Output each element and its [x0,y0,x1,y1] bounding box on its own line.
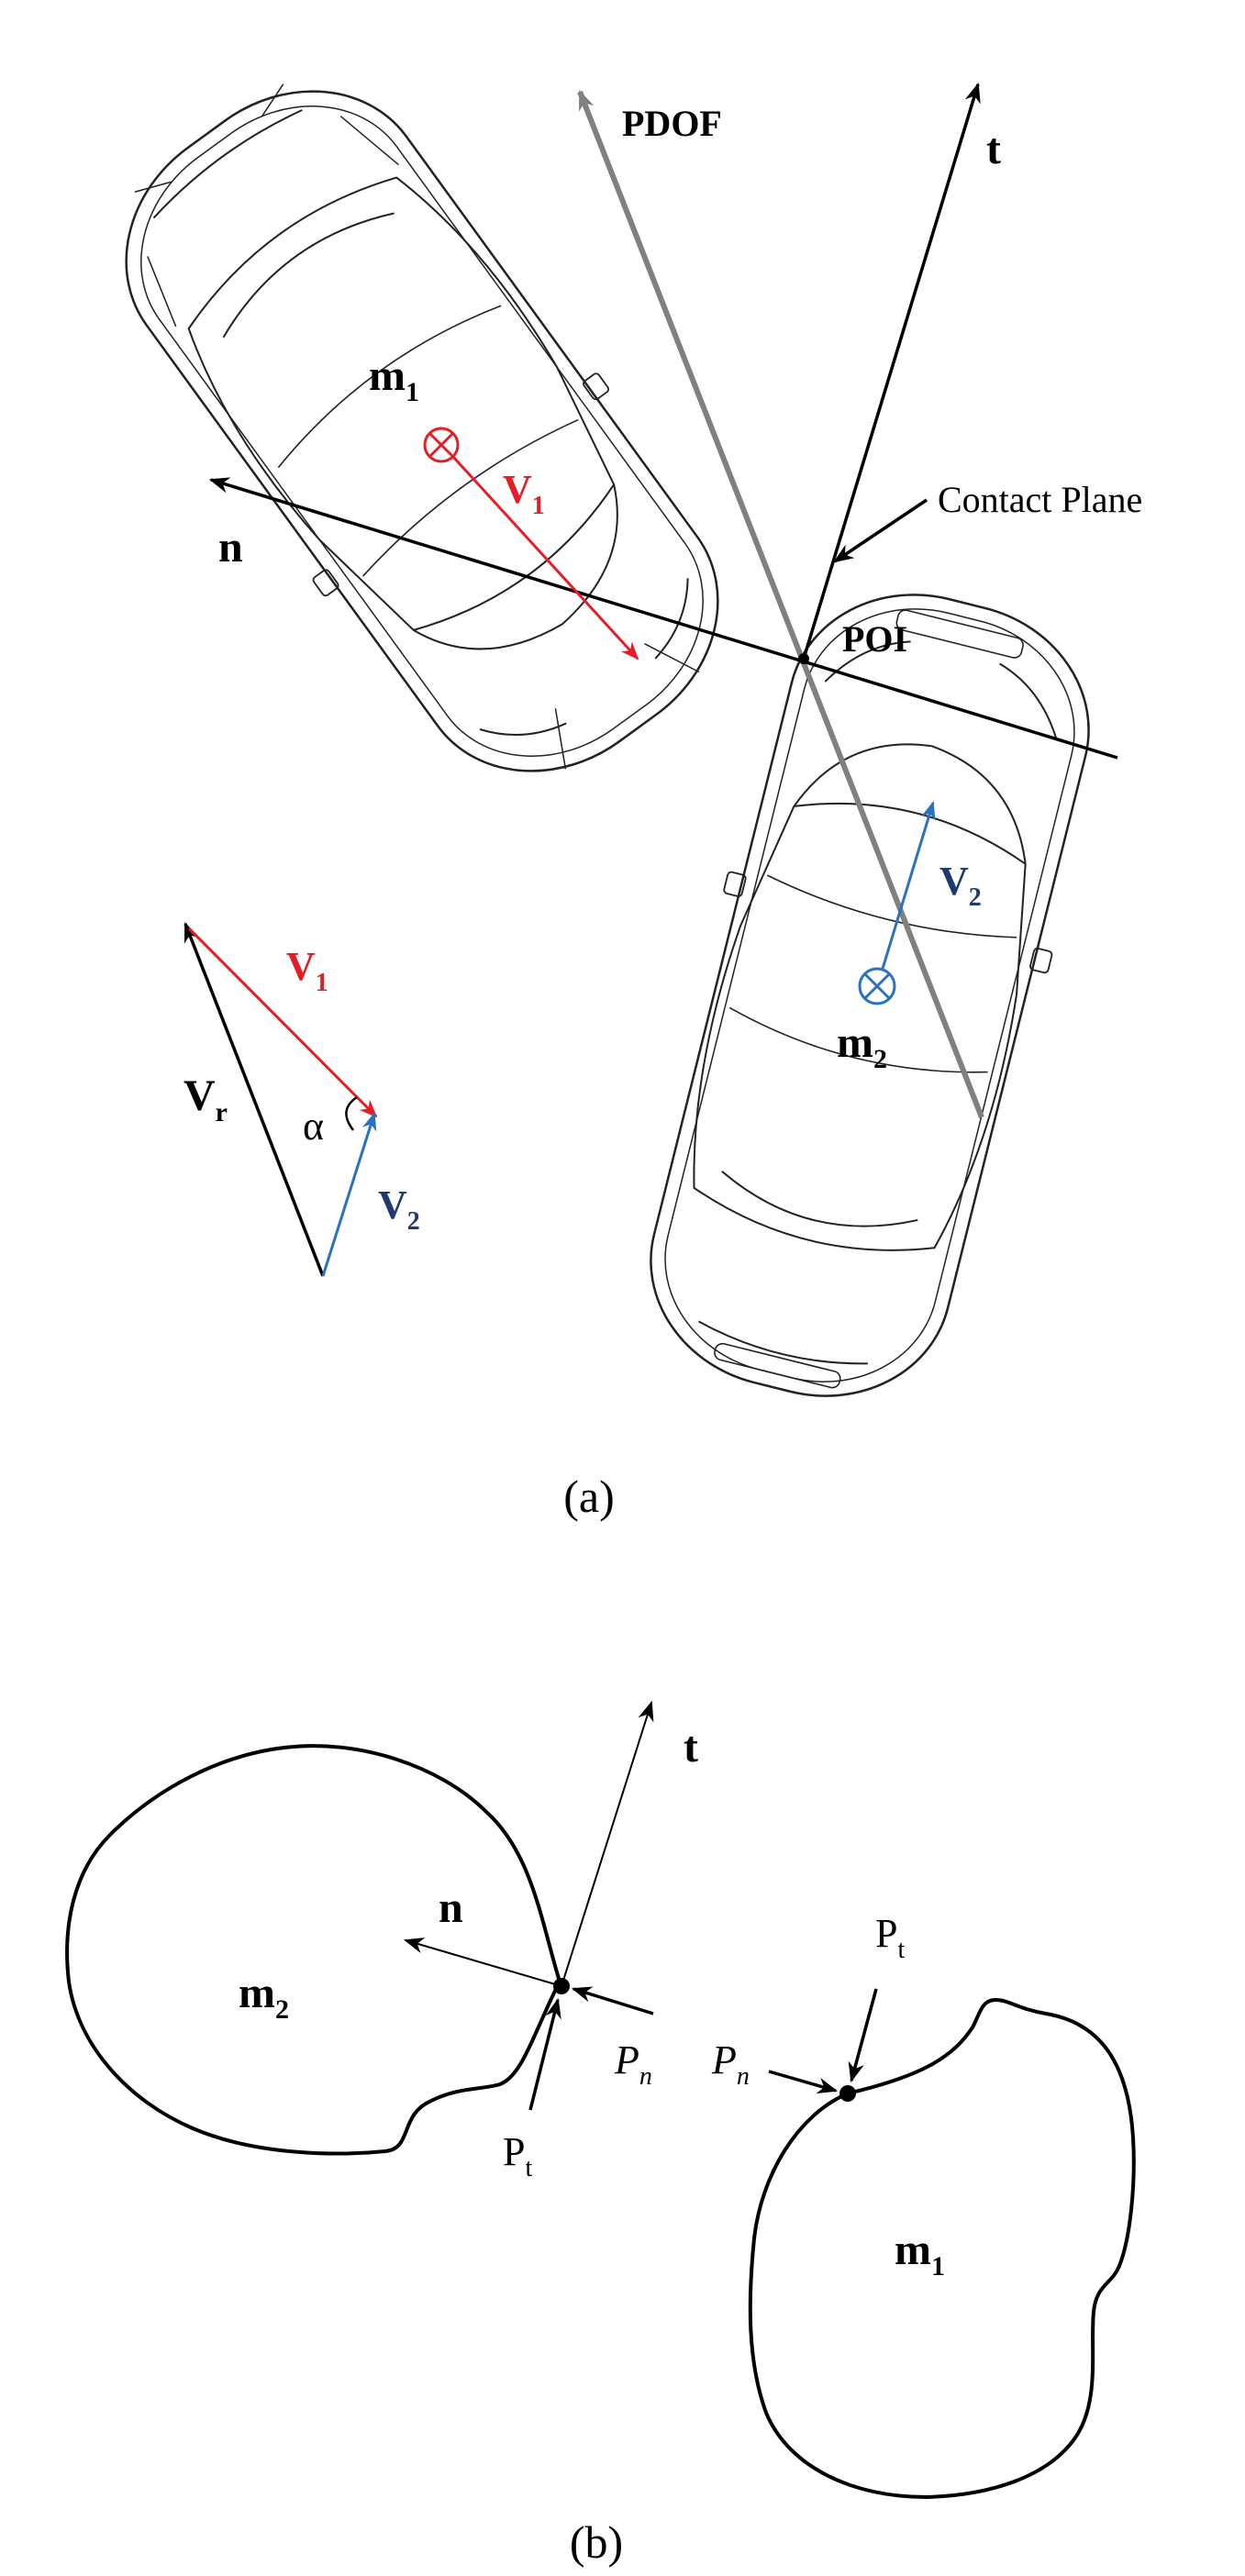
triangle-alpha-label: α [303,1104,324,1149]
pt-right-label: Pt [875,1911,905,1964]
car1-cg-marker [423,427,460,463]
panel-b: m2 m1 t n Pn Pt Pn Pt (b) [65,1700,1136,2568]
pn-right-label: Pn [711,2037,750,2091]
t-axis-line [802,82,981,660]
triangle-v2-label: V2 [378,1183,420,1236]
triangle-v1-arrow [187,927,378,1118]
contact-plane-label: Contact Plane [938,479,1142,520]
contact-plane-pointer [833,498,928,563]
b-t-axis-line [561,1700,654,1987]
pt-left-label: Pt [503,2129,532,2182]
b-t-axis-label: t [684,1723,698,1771]
pdof-line [577,89,984,1119]
car2-mass-label: m2 [837,1018,887,1074]
poi-point [798,653,809,664]
car2-velocity-arrow [881,801,936,970]
panel-b-caption: (b) [570,2516,623,2568]
t-axis-label: t [986,125,1001,173]
car-1-outline [125,83,719,772]
pt-right-arrow [848,1988,878,2083]
pt-left-arrow [528,1997,561,2111]
n-axis-line [208,477,1118,760]
triangle-alpha-arc [345,1095,358,1131]
contact-point-m1 [839,2085,856,2102]
body-m1-outline [748,1997,1136,2500]
car1-velocity-arrow [451,455,639,661]
triangle-v2-arrow [321,1112,377,1277]
car1-velocity-label: V1 [503,467,545,520]
b-n-axis-label: n [439,1883,463,1932]
body-m1-label: m1 [895,2226,945,2282]
panel-a-caption: (a) [563,1471,615,1522]
b-n-axis-line [403,1938,562,1987]
car1-mass-label: m1 [369,351,419,407]
n-axis-label: n [218,523,243,572]
car2-cg-marker [858,967,896,1005]
pn-left-label: Pn [614,2037,652,2091]
triangle-vr-label: Vr [183,1071,228,1127]
panel-a: PDOF t n Contact Plane POI m1 V1 V2 m2 [125,82,1142,1522]
pn-left-arrow [571,1986,654,2015]
car-2-outline [650,594,1090,1397]
poi-label: POI [842,618,907,660]
pdof-label: PDOF [622,103,722,144]
triangle-v1-label: V1 [286,944,328,997]
car2-velocity-label: V2 [939,859,982,912]
triangle-vr-arrow [183,921,325,1277]
body-m2-outline [65,1744,562,2156]
pn-right-arrow [768,2070,839,2093]
body-m2-label: m2 [239,1969,289,2025]
